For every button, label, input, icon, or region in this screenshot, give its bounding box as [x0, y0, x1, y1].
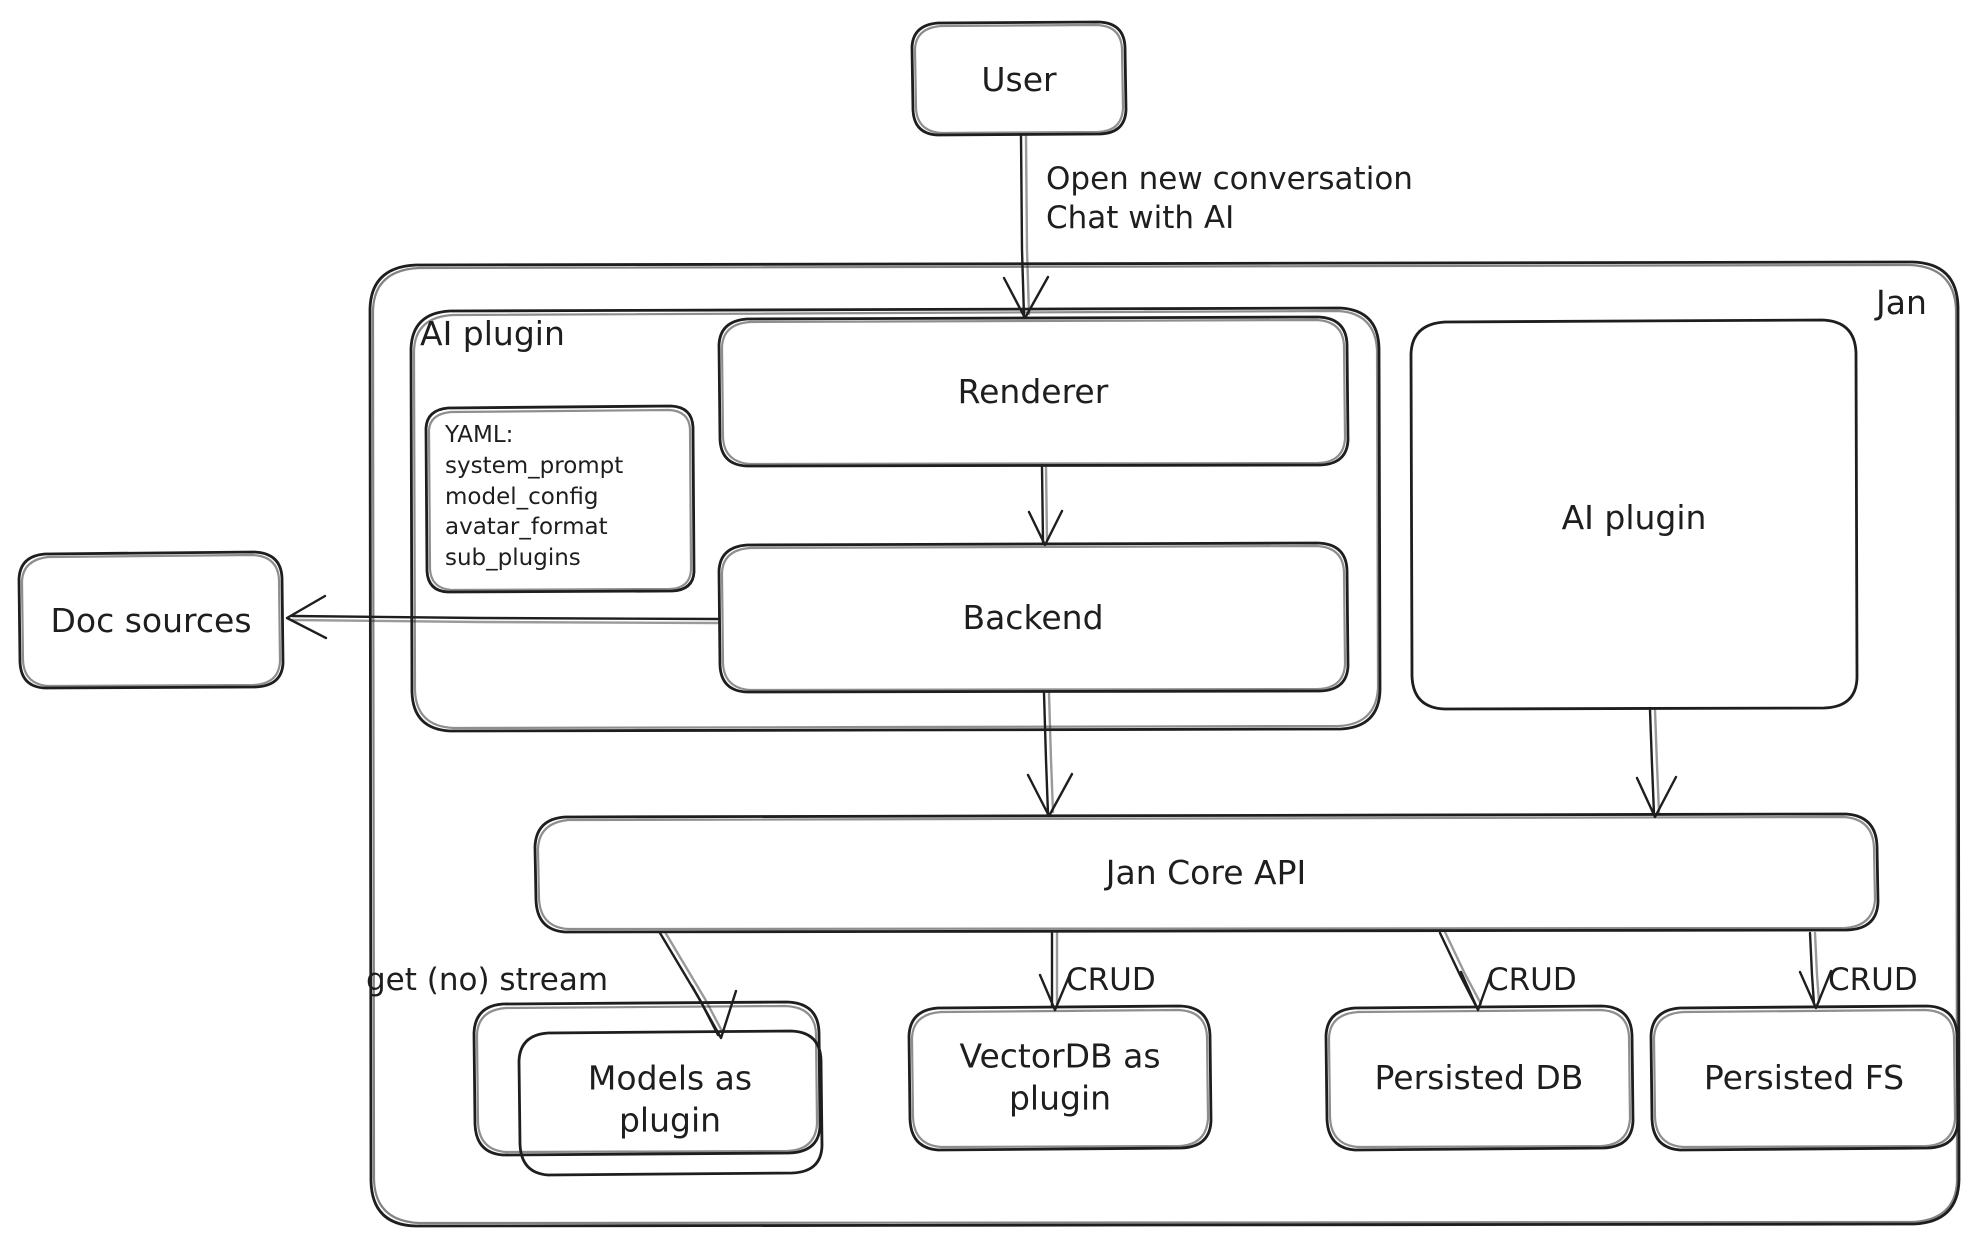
edge-backend-to-core-api — [1026, 691, 1074, 818]
doc-sources-box-shape[interactable] — [17, 550, 285, 690]
edge-core-api-to-fs — [1798, 931, 1833, 1010]
models-plugin-label: Models as plugin — [587, 1058, 753, 1139]
doc-sources-label: Doc sources — [50, 601, 252, 641]
persisted-fs-box-shape[interactable] — [1649, 1004, 1960, 1152]
renderer-label: Renderer — [957, 372, 1109, 412]
persisted-db-label: Persisted DB — [1374, 1058, 1584, 1098]
ai-plugin-box-label: AI plugin — [1561, 498, 1707, 538]
backend-label: Backend — [962, 598, 1104, 638]
ai-plugin-container-shape[interactable] — [409, 306, 1382, 733]
models-plugin-back-shape — [472, 1000, 822, 1157]
edge-renderer-to-backend — [1027, 465, 1064, 547]
edge-label-core-api-to-db: CRUD — [1487, 962, 1577, 998]
vectordb-plugin-box-shape[interactable] — [907, 1004, 1213, 1152]
vectordb-plugin-label: VectorDB as plugin — [959, 1036, 1161, 1117]
edge-core-api-to-models — [658, 930, 738, 1040]
edge-label-core-api-to-models: get (no) stream — [366, 962, 609, 998]
ai-plugin-container-label: AI plugin — [420, 314, 565, 353]
user-box-shape[interactable] — [910, 20, 1128, 137]
yaml-box-shape[interactable] — [424, 404, 696, 594]
jan-core-api-box-shape[interactable] — [533, 812, 1880, 934]
persisted-db-box-shape[interactable] — [1324, 1004, 1635, 1152]
ai-plugin-box-shape[interactable] — [1409, 318, 1859, 711]
edge-core-api-to-db — [1438, 930, 1494, 1012]
edge-backend-to-doc-sources — [285, 594, 720, 640]
user-label: User — [981, 60, 1057, 100]
models-plugin-box-shape[interactable] — [517, 1029, 824, 1177]
edge-core-api-to-vectordb — [1038, 931, 1072, 1012]
edge-label-core-api-to-fs: CRUD — [1828, 962, 1918, 998]
jan-container-shape[interactable] — [368, 260, 1961, 1228]
renderer-box-shape[interactable] — [717, 315, 1350, 468]
persisted-fs-label: Persisted FS — [1703, 1058, 1905, 1098]
jan-container-label: Jan — [1876, 283, 1927, 322]
yaml-box-text: YAML: system_prompt model_config avatar_… — [445, 422, 624, 572]
edge-label-user-to-renderer: Open new conversation Chat with AI — [1046, 161, 1413, 237]
edge-user-to-renderer — [1002, 134, 1050, 320]
edge-ai-plugin-to-core-api — [1635, 708, 1678, 819]
jan-core-api-label: Jan Core API — [1105, 853, 1307, 893]
backend-box-shape[interactable] — [717, 541, 1350, 694]
edge-label-core-api-to-vectordb: CRUD — [1066, 962, 1156, 998]
